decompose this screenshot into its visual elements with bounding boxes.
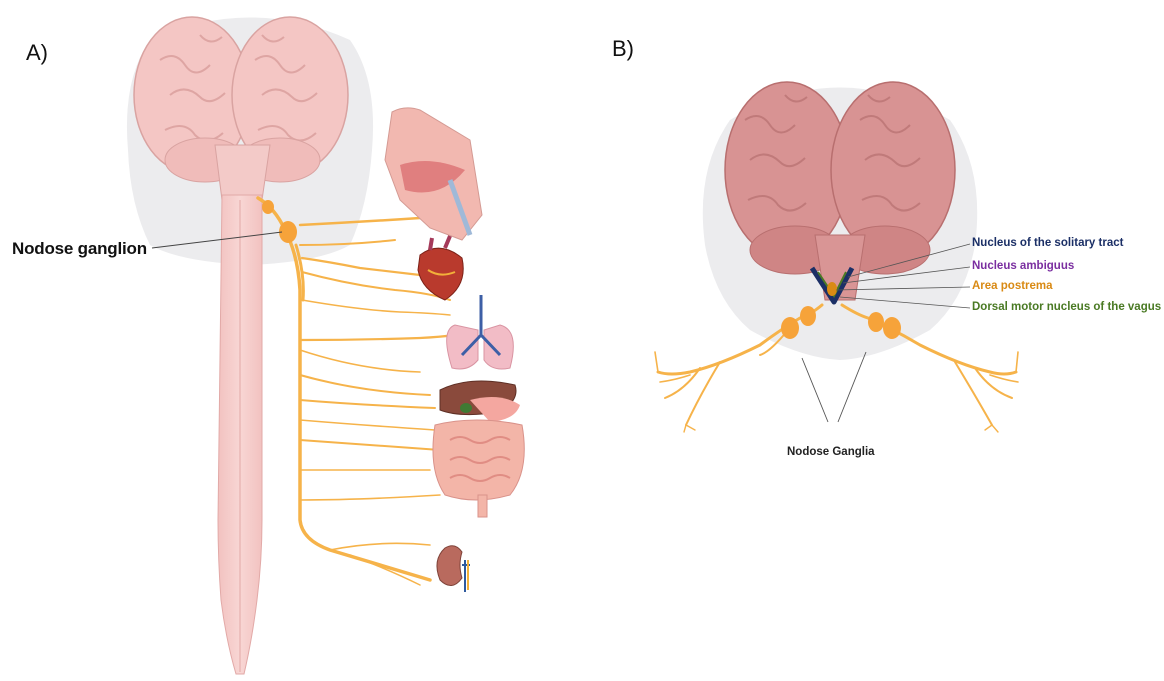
- heart-icon: [418, 236, 463, 300]
- panel-a: [127, 17, 524, 674]
- area-postrema-shape: [827, 282, 837, 296]
- superior-ganglion-left: [781, 317, 799, 339]
- liver-stomach-icon: [440, 381, 520, 422]
- nodose-ganglion-left: [800, 306, 816, 326]
- panel-a-label: A): [26, 40, 48, 66]
- nodose-ganglia-label: Nodose Ganglia: [787, 446, 875, 458]
- intestines-icon: [433, 420, 524, 517]
- kidney-icon: [437, 546, 470, 592]
- panel-b-label: B): [612, 36, 634, 62]
- superior-ganglion-right: [883, 317, 901, 339]
- ganglia-pointers: [802, 352, 866, 422]
- nodose-ganglion-right: [868, 312, 884, 332]
- nodose-ganglion-label: Nodose ganglion: [12, 239, 147, 259]
- lungs-icon: [447, 295, 514, 369]
- dorsal-motor-nucleus-label: Dorsal motor nucleus of the vagus: [972, 301, 1161, 313]
- superior-ganglion-a: [262, 200, 274, 214]
- panel-b: [655, 82, 1018, 432]
- nucleus-solitary-tract-label: Nucleus of the solitary tract: [972, 237, 1123, 249]
- nucleus-ambiguus-label: Nucleus ambiguus: [972, 260, 1074, 272]
- area-postrema-label: Area postrema: [972, 280, 1053, 292]
